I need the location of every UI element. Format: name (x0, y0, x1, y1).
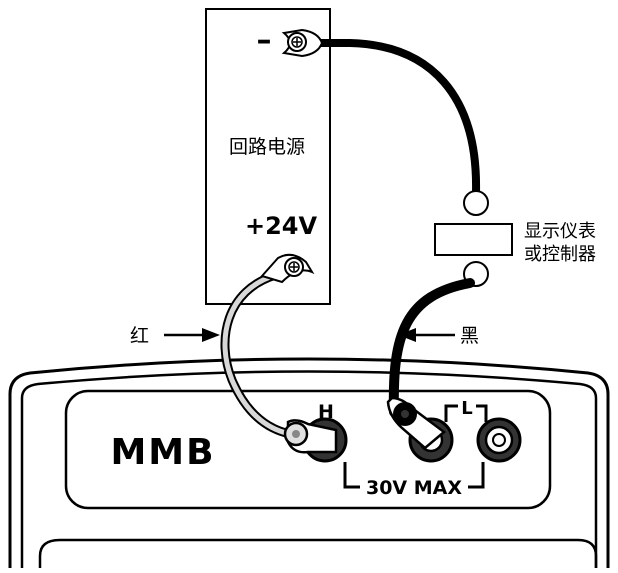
display-top-connector (463, 190, 489, 216)
meter-body (8, 357, 610, 568)
max-voltage-label: 30V MAX (366, 477, 462, 499)
red-wire-arrowhead (202, 328, 220, 342)
l-terminal-label: L (461, 398, 472, 419)
black-wire-bottom (388, 278, 475, 417)
minus-screw-terminal-icon (281, 28, 324, 58)
l-terminal-jack[interactable] (476, 417, 522, 463)
red-wire-label: 红 (130, 325, 149, 347)
red-probe-lug (283, 419, 338, 454)
display-controller-box (434, 223, 513, 256)
display-label-line1: 显示仪表 (524, 221, 596, 242)
black-wire-arrowhead (398, 328, 416, 342)
h-terminal-label: H (318, 401, 334, 423)
loop-power-supply (205, 8, 331, 305)
power-supply-title: 回路电源 (229, 136, 305, 158)
terminal-panel (64, 389, 552, 510)
display-window-edge (38, 538, 598, 568)
plus-screw-terminal-icon (260, 253, 315, 284)
black-wire-label: 黑 (460, 325, 479, 347)
minus-terminal-label: – (257, 23, 272, 58)
meter-brand: MMB (110, 432, 215, 473)
plus-terminal-label: +24V (245, 212, 318, 240)
display-label-line2: 或控制器 (524, 244, 596, 265)
black-probe-lug (386, 396, 447, 450)
black-wire-top (314, 39, 481, 196)
